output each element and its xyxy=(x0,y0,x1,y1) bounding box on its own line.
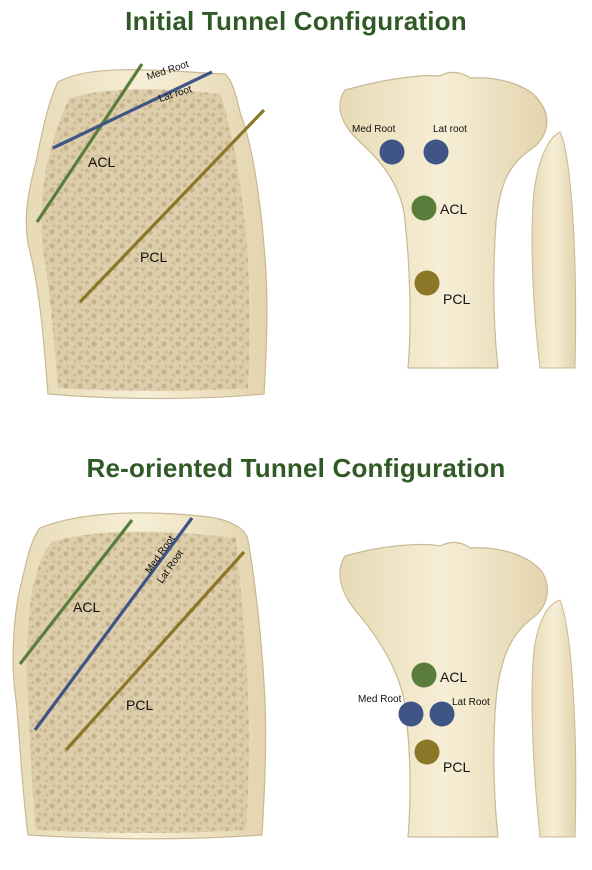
med-root-tunnel-dot xyxy=(399,702,424,727)
cancellous-bone xyxy=(26,532,248,833)
tibia-posterior xyxy=(340,72,547,368)
fibula xyxy=(532,132,576,368)
sagittal-tibia-section: Med Root Lat root ACL PCL xyxy=(26,59,267,399)
tibia-posterior xyxy=(340,542,547,837)
pcl-label: PCL xyxy=(443,759,470,775)
lat-root-label: Lat Root xyxy=(452,697,490,708)
posterior-tibia-view: Med Root Lat Root ACL PCL xyxy=(340,542,576,837)
acl-label: ACL xyxy=(88,154,115,170)
initial-config-panel: Med Root Lat root ACL PCL Med Root Lat r… xyxy=(0,42,592,422)
med-root-tunnel-dot xyxy=(380,140,405,165)
acl-label: ACL xyxy=(440,201,467,217)
pcl-label: PCL xyxy=(443,291,470,307)
med-root-label: Med Root xyxy=(352,124,396,135)
pcl-label: PCL xyxy=(126,697,153,713)
acl-tunnel-dot xyxy=(412,196,437,221)
med-root-label: Med Root xyxy=(358,694,402,705)
posterior-tibia-view: Med Root Lat root ACL PCL xyxy=(340,72,576,368)
lat-root-tunnel-dot xyxy=(424,140,449,165)
cancellous-bone xyxy=(41,89,249,391)
reoriented-config-title: Re-oriented Tunnel Configuration xyxy=(0,453,592,484)
pcl-tunnel-dot xyxy=(415,271,440,296)
lat-root-label: Lat root xyxy=(433,124,467,135)
acl-label: ACL xyxy=(440,669,467,685)
initial-config-title: Initial Tunnel Configuration xyxy=(0,6,592,37)
acl-tunnel-dot xyxy=(412,663,437,688)
pcl-label: PCL xyxy=(140,249,167,265)
fibula xyxy=(532,600,576,837)
acl-label: ACL xyxy=(73,599,100,615)
sagittal-tibia-section: Med Root Lat Root ACL PCL xyxy=(13,513,266,839)
reoriented-config-panel: Med Root Lat Root ACL PCL Med Root Lat R… xyxy=(0,490,592,870)
pcl-tunnel-dot xyxy=(415,740,440,765)
lat-root-tunnel-dot xyxy=(430,702,455,727)
